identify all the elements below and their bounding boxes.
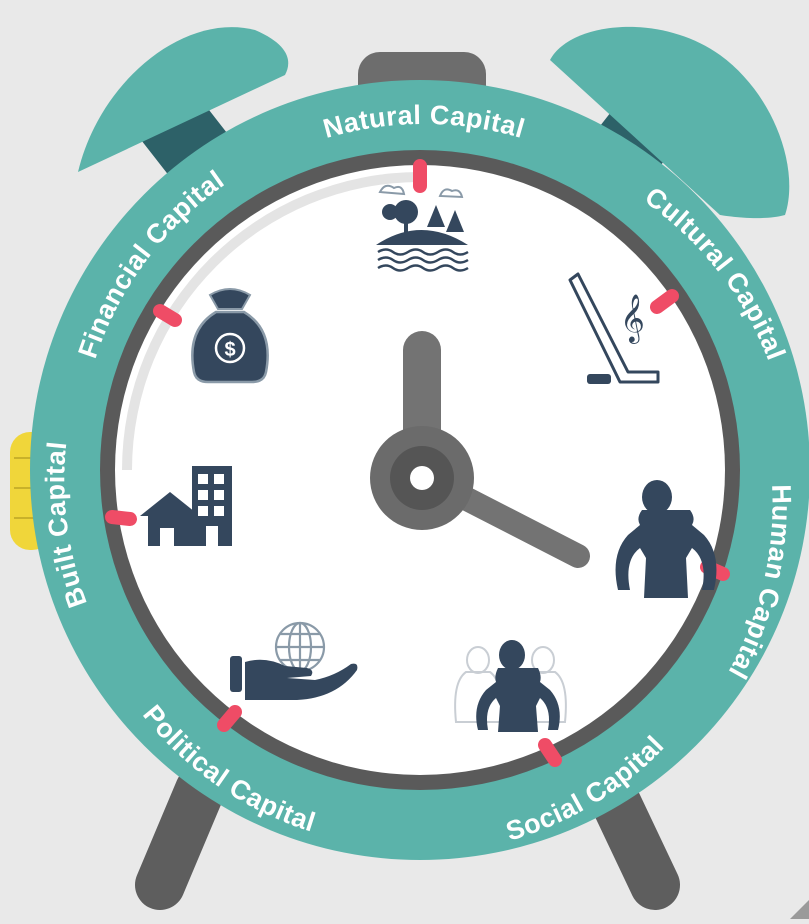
hockey-stick-music-note-icon: 𝄞	[568, 272, 660, 384]
hub-pin	[410, 466, 434, 490]
tick-financial	[153, 304, 182, 327]
person-silhouette-icon	[615, 480, 717, 598]
left-bell-band	[138, 92, 234, 186]
music-note-glyph: 𝄞	[620, 293, 645, 344]
house-and-building-icon	[140, 466, 232, 546]
clock-hands	[370, 331, 590, 568]
corner-edge	[790, 900, 809, 919]
tick-political	[217, 705, 242, 732]
nature-landscape-icon	[376, 184, 469, 272]
right-bell-dome	[550, 26, 790, 219]
tick-built	[105, 510, 137, 526]
hand-holding-globe-icon	[230, 621, 358, 700]
money-bag-icon: $	[191, 288, 269, 384]
tick-social	[538, 738, 562, 767]
dollar-glyph: $	[224, 339, 235, 361]
left-bell	[78, 27, 289, 186]
tick-cultural	[650, 289, 679, 314]
left-bell-dome	[78, 27, 289, 172]
group-of-people-icon	[454, 640, 567, 732]
left-leg	[135, 765, 225, 910]
